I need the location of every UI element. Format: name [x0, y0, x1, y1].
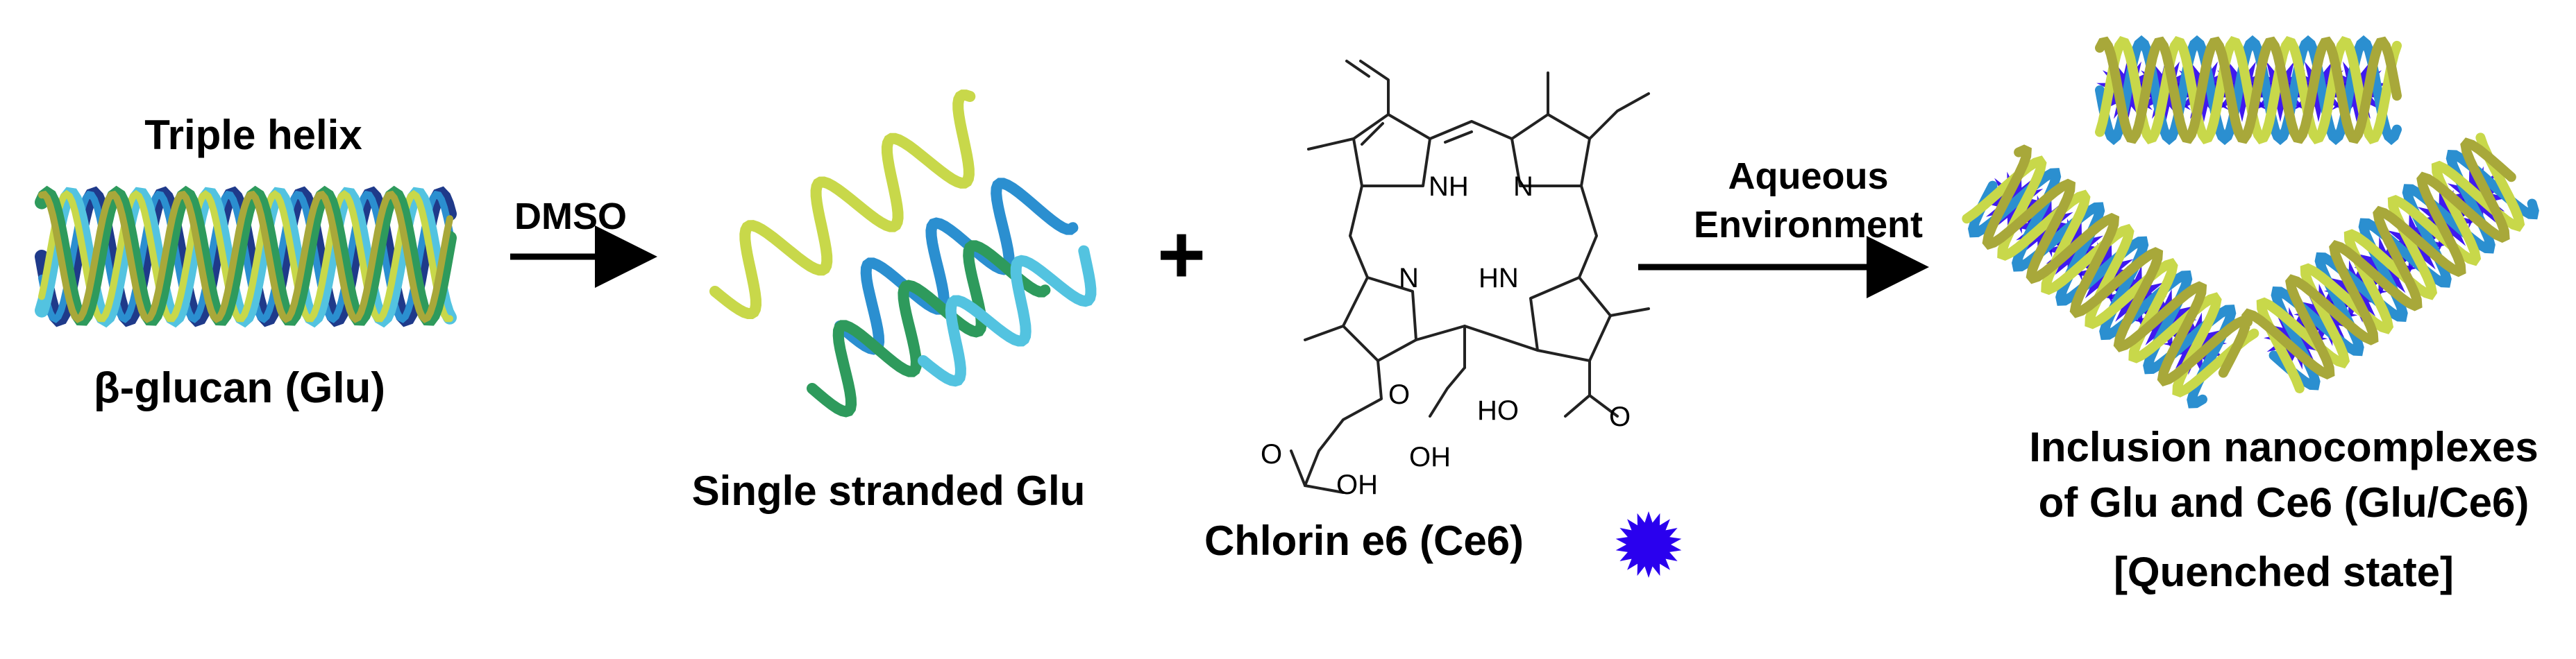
carboxyl-right — [1564, 359, 1591, 418]
single-strand — [709, 89, 976, 319]
nanocomplex-group: Inclusion nanocomplexes of Glu and Ce6 (… — [1962, 35, 2539, 595]
pyrroline-bottom-left — [1342, 276, 1417, 362]
methyl-bottom-left — [1304, 325, 1345, 341]
chlorin-e6-structure: NH N N HN HO O O OH O OH Chlorin e6 (Ce6… — [1204, 60, 1682, 578]
atom-oh-mid: OH — [1409, 442, 1451, 472]
atom-hn-bottom: HN — [1479, 263, 1519, 293]
ce6-star-icon — [1615, 511, 1682, 578]
single-strand-group: Single stranded Glu — [692, 89, 1097, 514]
helix-strand-highlight — [38, 190, 453, 323]
atom-o-mid: O — [1388, 379, 1410, 410]
single-strand — [834, 178, 1079, 355]
helix-strand-highlight — [38, 189, 453, 323]
vinyl-bond — [1359, 60, 1390, 116]
nanocomplex-right — [2241, 132, 2539, 393]
aqueous-step: Aqueous Environment — [1638, 155, 1929, 298]
triple-helix-title: Triple helix — [144, 112, 362, 158]
atom-n-bottom: N — [1399, 263, 1419, 293]
complex-strand — [1962, 155, 2259, 397]
vinyl-double — [1345, 60, 1370, 78]
atom-nh-top: NH — [1429, 171, 1469, 202]
triple-helix-illustration — [35, 185, 457, 328]
propionic-chain — [1304, 359, 1383, 487]
complex-strand — [2095, 36, 2402, 144]
nanocomplex-top — [2095, 35, 2402, 146]
aqueous-label-line1: Aqueous — [1728, 155, 1888, 197]
meso-bridge-right — [1578, 185, 1598, 279]
aqueous-label-line2: Environment — [1694, 204, 1923, 246]
complex-strand — [2241, 137, 2516, 380]
meso-bridge-bottom — [1415, 325, 1539, 352]
plus-sign: + — [1157, 208, 1206, 301]
triple-helix-group: Triple helix β-glucan (Glu) — [35, 112, 457, 412]
single-strand-label: Single stranded Glu — [692, 468, 1086, 514]
atom-n-top: N — [1513, 171, 1533, 202]
single-strand — [807, 240, 1051, 418]
atom-ho: HO — [1477, 395, 1519, 426]
meso-bridge-left — [1349, 185, 1369, 279]
chlorin-e6-label: Chlorin e6 (Ce6) — [1204, 517, 1524, 564]
helix-strand — [35, 185, 457, 326]
pyrrole-top-right — [1510, 113, 1591, 187]
ethyl-group — [1588, 92, 1650, 140]
dmso-label: DMSO — [514, 196, 627, 237]
nanocomplex-left — [1962, 144, 2259, 409]
pyrrole-top-left — [1352, 113, 1431, 187]
product-label-line1: Inclusion nanocomplexes — [2029, 424, 2539, 470]
methyl-left-top — [1307, 137, 1355, 151]
beta-glucan-label: β-glucan (Glu) — [94, 364, 385, 412]
complex-strand — [2095, 36, 2402, 144]
meso-bridge-top — [1429, 120, 1513, 140]
single-strand-illustration — [709, 89, 1097, 418]
product-label-line3: [Quenched state] — [2114, 549, 2454, 595]
complex-strand — [1982, 144, 2251, 387]
atom-oh-left: OH — [1336, 470, 1378, 500]
atom-o-left: O — [1261, 439, 1282, 470]
methyl-bottom-right — [1609, 307, 1650, 317]
product-label-line2: of Glu and Ce6 (Glu/Ce6) — [2039, 479, 2529, 526]
atom-o-right: O — [1609, 402, 1631, 432]
pyrrole-bottom-right — [1529, 276, 1612, 362]
complex-strand — [2256, 132, 2525, 393]
single-strand — [918, 245, 1097, 387]
dmso-step: DMSO — [510, 196, 657, 288]
